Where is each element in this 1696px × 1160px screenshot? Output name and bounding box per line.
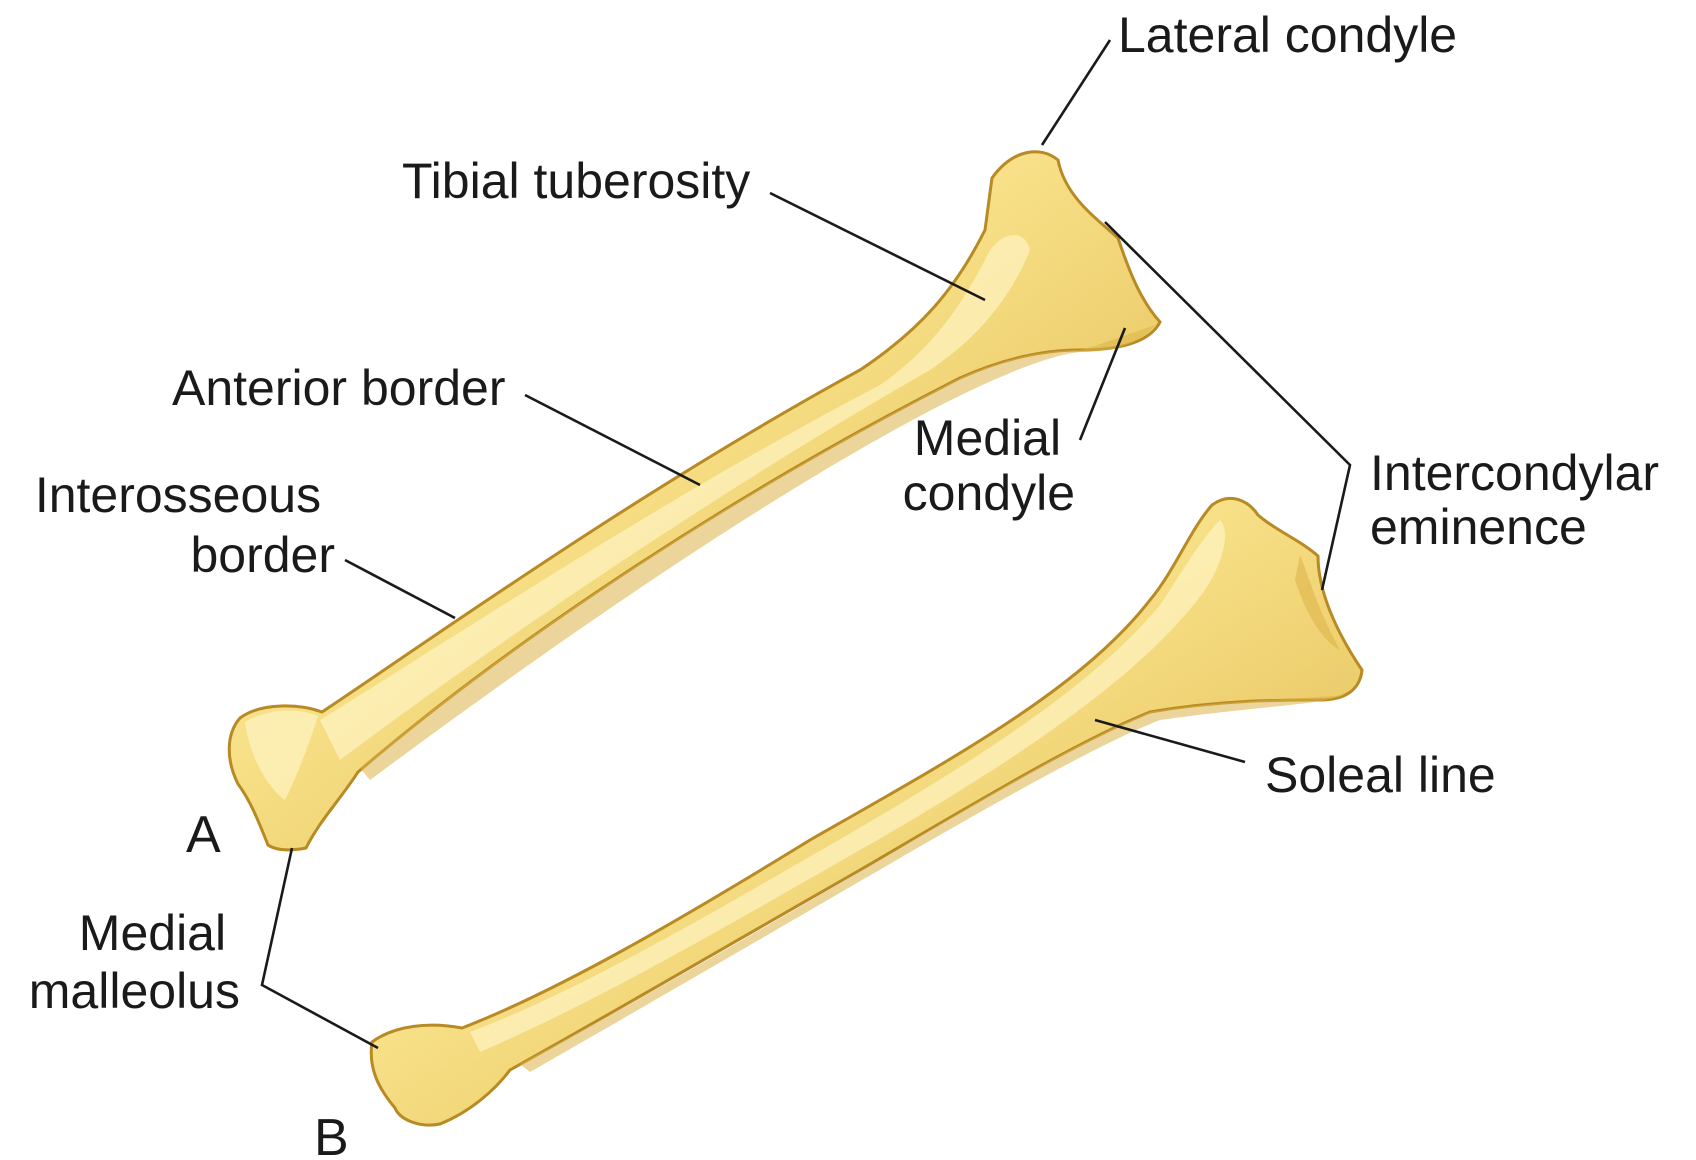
leader-tibial-tuberosity bbox=[770, 193, 985, 300]
label-intercondylar-eminence-line2: eminence bbox=[1370, 499, 1587, 555]
labels: Lateral condyle Tibial tuberosity Anteri… bbox=[29, 7, 1673, 1160]
label-intercondylar-eminence-line1: Intercondylar bbox=[1370, 445, 1659, 501]
leader-lateral-condyle bbox=[1042, 40, 1110, 145]
label-interosseous-border-line2: border bbox=[190, 527, 335, 583]
label-anterior-border: Anterior border bbox=[172, 360, 506, 416]
label-medial-condyle-line1: Medial bbox=[914, 410, 1061, 466]
label-lateral-condyle: Lateral condyle bbox=[1118, 7, 1457, 63]
leader-medial-malleolus bbox=[262, 848, 378, 1048]
label-soleal-line: Soleal line bbox=[1265, 747, 1496, 803]
view-label-a: A bbox=[186, 806, 221, 864]
label-intercondylar-eminence: Intercondylar eminence bbox=[1370, 445, 1673, 555]
leader-soleal-line bbox=[1095, 720, 1245, 762]
label-interosseous-border-line1: Interosseous bbox=[35, 467, 321, 523]
label-interosseous-border: Interosseous border bbox=[35, 467, 335, 583]
view-label-b: B bbox=[314, 1109, 349, 1160]
label-tibial-tuberosity: Tibial tuberosity bbox=[402, 153, 750, 209]
leader-interosseous-border bbox=[345, 560, 455, 618]
leader-anterior-border bbox=[525, 395, 700, 485]
label-medial-malleolus-line1: Medial bbox=[79, 905, 226, 961]
label-medial-malleolus: Medial malleolus bbox=[29, 905, 240, 1019]
label-medial-condyle-line2: condyle bbox=[903, 465, 1075, 521]
label-medial-condyle: Medial condyle bbox=[903, 410, 1075, 521]
tibia-b-shadow bbox=[520, 695, 1345, 1072]
label-medial-malleolus-line2: malleolus bbox=[29, 963, 240, 1019]
